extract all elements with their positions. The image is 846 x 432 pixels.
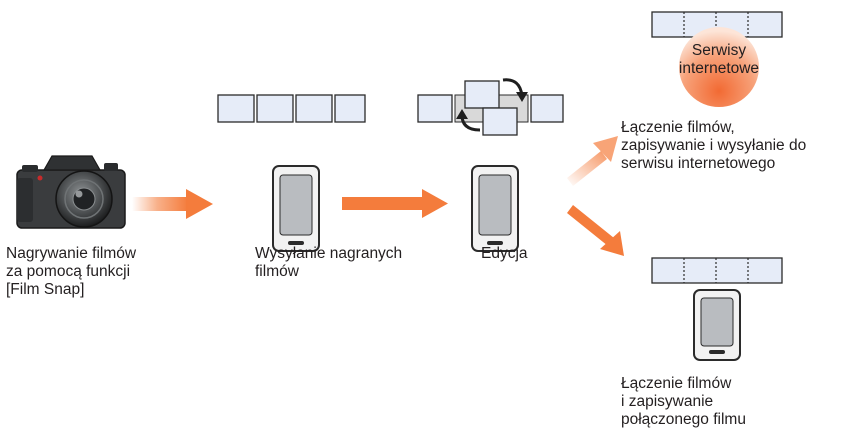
step-save-result-label: Łączenie filmów i zapisywanie połączoneg… (621, 375, 746, 428)
step-web-result-label: Łączenie filmów, zapisywanie i wysyłanie… (621, 119, 807, 172)
step-record-label: Nagrywanie filmów za pomocą funkcji [Fil… (6, 245, 137, 298)
camera-icon (16, 155, 126, 229)
arrow-edit-to-web (567, 136, 618, 186)
step-edit-label: Edycja (481, 245, 528, 262)
arrow-send-to-edit (342, 189, 448, 218)
combined-film-save (651, 257, 783, 284)
smartphone-icon-send (272, 165, 320, 252)
film-frames-sent (217, 94, 366, 123)
arrow-edit-to-save (567, 205, 624, 256)
film-frames-editing (417, 78, 564, 136)
smartphone-icon-edit (471, 165, 519, 252)
step-send-label: Wysyłanie nagranych filmów (255, 245, 403, 280)
web-service-label: Serwisy internetowe (678, 42, 760, 77)
web-service-bubble (679, 27, 759, 107)
smartphone-icon-save (693, 289, 741, 361)
arrow-record-to-send (132, 189, 213, 219)
